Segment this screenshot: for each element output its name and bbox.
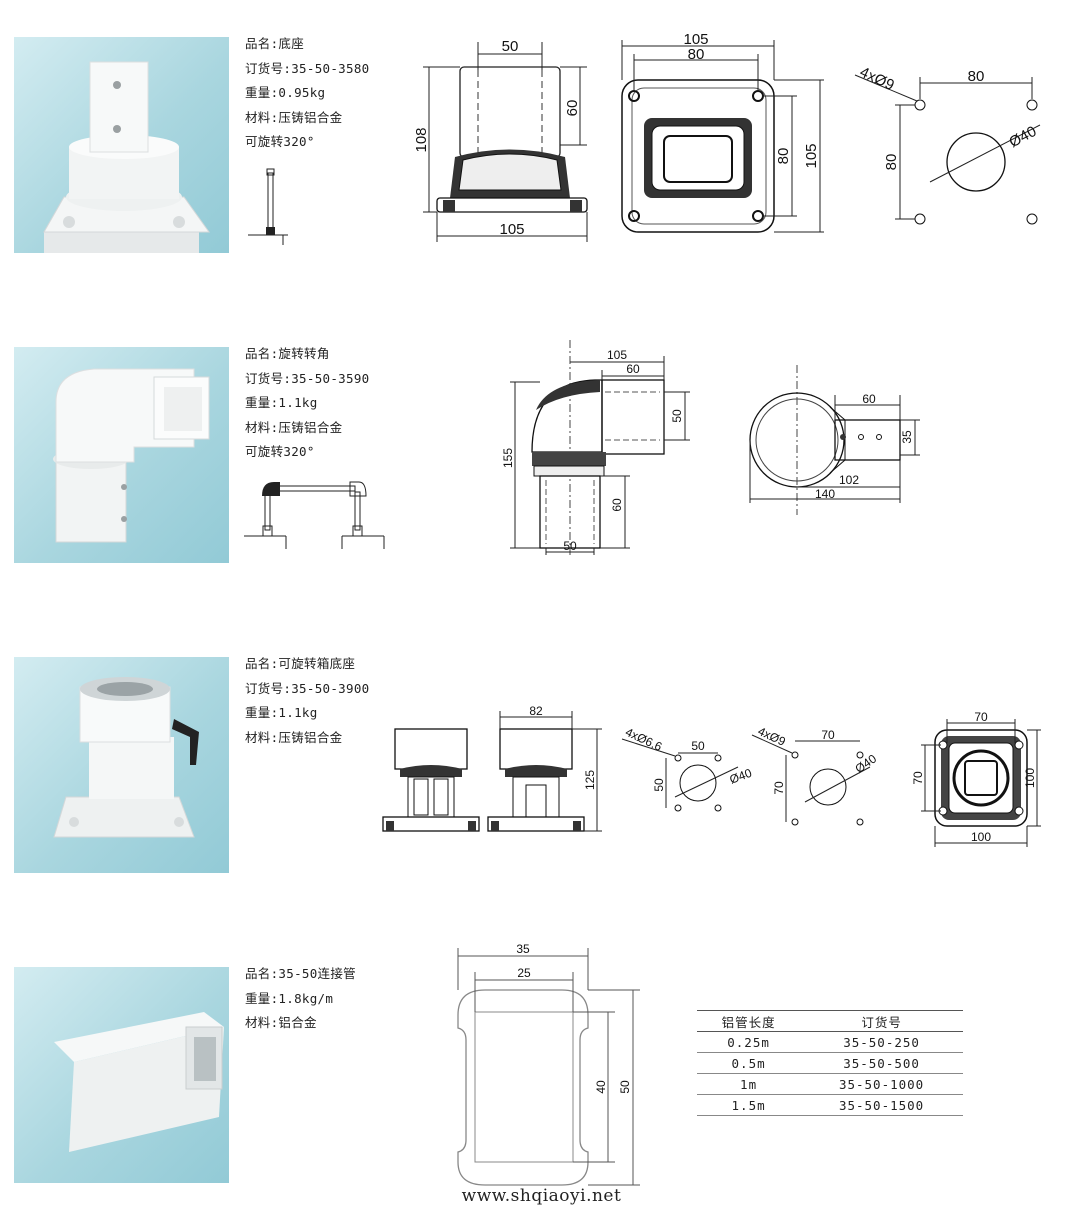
weight: 重量:1.8kg/m	[245, 990, 334, 1006]
dim-text: 4xØ6.6	[623, 725, 664, 754]
table-row: 1m 35-50-1000	[697, 1073, 963, 1095]
material: 材料:压铸铝合金	[245, 109, 343, 125]
product-name: 品名:旋转转角	[245, 346, 330, 361]
product-info-base: 品名:底座 订货号:35-50-3580 重量:0.95kg 材料:压铸铝合金 …	[245, 32, 369, 155]
box-base-hole-pattern-b: Ø40 4xØ9 70 70	[751, 724, 879, 826]
dim-text: 100	[971, 830, 991, 844]
rotation-note: 可旋转320°	[245, 444, 315, 459]
table-header: 订货号	[800, 1010, 963, 1032]
table-cell: 1.5m	[697, 1094, 801, 1116]
table-cell: 35-50-1000	[800, 1073, 963, 1095]
dim-text: 50	[652, 778, 666, 792]
weight: 重量:1.1kg	[245, 705, 318, 720]
box-base-side-drawings: 82 125	[382, 704, 602, 832]
order-number: 订货号:35-50-3580	[245, 60, 370, 76]
table-row: 1.5m 35-50-1500	[697, 1094, 963, 1116]
product-photo-pipe	[14, 967, 229, 1183]
corner-usage-sketch	[244, 481, 385, 549]
footer-url[interactable]: www.shqiaoyi.net	[461, 1186, 622, 1206]
product-name: 品名:底座	[245, 36, 305, 51]
dim-text: Ø40	[852, 751, 879, 776]
product-name: 品名:可旋转箱底座	[245, 656, 356, 671]
table-cell: 35-50-250	[800, 1031, 963, 1053]
order-number: 订货号:35-50-3590	[245, 370, 370, 386]
dim-text: 140	[815, 487, 835, 501]
dim-text: Ø40	[1006, 123, 1039, 151]
base-usage-sketch	[248, 168, 288, 245]
dim-text: 35	[900, 430, 914, 444]
product-photo-corner	[14, 347, 229, 563]
dim-text: 4xØ9	[756, 724, 788, 749]
product-info-box-base: 品名:可旋转箱底座 订货号:35-50-3900 重量:1.1kg 材料:压铸铝…	[245, 652, 369, 750]
product-name: 品名:35-50连接管	[245, 966, 356, 981]
dim-text: 50	[563, 539, 577, 553]
product-photo-box-base	[14, 657, 229, 873]
dim-text: 105	[607, 348, 627, 362]
base-hole-pattern: Ø40 4xØ9 80 80	[854, 64, 1041, 225]
base-photo-illustration	[43, 61, 210, 253]
dim-text: 25	[517, 966, 531, 980]
dim-text: 60	[862, 392, 876, 406]
dim-text: 60	[626, 362, 640, 376]
table-cell: 35-50-1500	[800, 1094, 963, 1116]
table-row: 0.25m 35-50-250	[697, 1031, 963, 1053]
dim-text: 105	[803, 143, 820, 168]
weight: 重量:0.95kg	[245, 85, 326, 100]
table-cell: 1m	[697, 1073, 801, 1095]
table-header: 铝管长度	[697, 1010, 801, 1032]
dim-text: 108	[413, 127, 430, 152]
dim-text: 155	[501, 448, 515, 468]
dim-text: 50	[618, 1080, 632, 1094]
dim-text: 82	[529, 704, 543, 718]
corner-side-drawing: 105 60 50 155 60 50	[501, 340, 690, 555]
dim-text: 35	[516, 942, 530, 956]
material: 材料:铝合金	[245, 1015, 317, 1030]
dim-text: 60	[564, 100, 581, 117]
dim-text: 60	[610, 498, 624, 512]
dim-text: 70	[911, 771, 925, 785]
box-base-hole-pattern-a: Ø40 4xØ6.6 50 50	[621, 725, 754, 812]
dim-text: 70	[974, 710, 988, 724]
table-cell: 0.25m	[697, 1031, 801, 1053]
box-base-photo-illustration	[53, 677, 199, 838]
table-row: 0.5m 35-50-500	[697, 1052, 963, 1074]
dim-text: 105	[683, 31, 708, 48]
pipe-photo-illustration	[54, 1012, 224, 1152]
dim-text: 80	[968, 68, 985, 85]
order-number: 订货号:35-50-3900	[245, 680, 370, 696]
corner-photo-illustration	[53, 368, 210, 543]
table-header-row: 铝管长度 订货号	[697, 1010, 963, 1032]
dim-text: 50	[691, 739, 705, 753]
dim-text: 50	[502, 38, 519, 55]
base-plan-drawing: 105 80 80 105	[621, 31, 824, 233]
dim-text: 70	[772, 781, 786, 795]
product-info-corner: 品名:旋转转角 订货号:35-50-3590 重量:1.1kg 材料:压铸铝合金…	[245, 342, 369, 465]
pipe-section-drawing: 35 25 40 50	[457, 942, 640, 1186]
dim-text: 80	[688, 46, 705, 63]
dim-text: 70	[821, 728, 835, 742]
table-cell: 0.5m	[697, 1052, 801, 1074]
material: 材料:压铸铝合金	[245, 419, 343, 435]
dim-text: 50	[670, 409, 684, 423]
product-photo-base	[14, 37, 229, 253]
dim-text: 40	[594, 1080, 608, 1094]
dim-text: 125	[583, 770, 597, 790]
table-cell: 35-50-500	[800, 1052, 963, 1074]
dim-text: 105	[499, 221, 524, 238]
base-side-drawing: 50 60 108 105	[413, 38, 588, 242]
corner-plan-drawing: 60 35 102 140	[749, 365, 920, 515]
product-info-pipe: 品名:35-50连接管 重量:1.8kg/m 材料:铝合金	[245, 962, 356, 1036]
weight: 重量:1.1kg	[245, 395, 318, 410]
dim-text: 100	[1023, 768, 1037, 788]
material: 材料:压铸铝合金	[245, 729, 343, 745]
dim-text: 4xØ9	[857, 64, 897, 95]
dim-text: 102	[839, 473, 859, 487]
dim-text: 80	[883, 154, 900, 171]
dim-text: 80	[775, 148, 792, 165]
box-base-plan-drawing: 70 70 100 100	[911, 710, 1041, 847]
rotation-note: 可旋转320°	[245, 134, 315, 149]
pipe-length-table: 铝管长度 订货号 0.25m 35-50-250 0.5m 35-50-500 …	[697, 1010, 963, 1116]
